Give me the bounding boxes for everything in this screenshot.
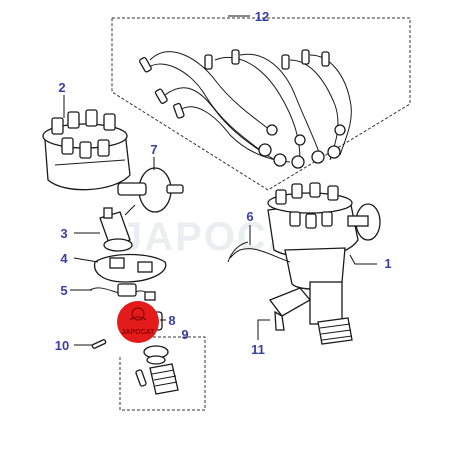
callout-labels: 2 12 7 3 4 5 6 8 9 1 10 11 xyxy=(55,9,392,357)
part-7-vacuum-advance xyxy=(117,167,184,216)
part-5-contact-set xyxy=(89,283,156,301)
part-2-distributor-cap xyxy=(42,109,131,191)
part-12-ignition-leads xyxy=(111,17,411,191)
callout-7: 7 xyxy=(150,142,157,157)
part-3-rotor xyxy=(99,207,133,252)
callout-10: 10 xyxy=(55,338,69,353)
japocat-logo: JAPOCAT xyxy=(117,301,159,343)
part-4-breaker-plate xyxy=(93,253,167,283)
callout-4: 4 xyxy=(60,251,68,266)
leader-lines xyxy=(63,15,377,346)
callout-5: 5 xyxy=(60,283,67,298)
callout-2: 2 xyxy=(58,80,65,95)
callout-11: 11 xyxy=(251,342,265,357)
part-11-clamp xyxy=(268,287,311,331)
callout-9: 9 xyxy=(181,327,188,342)
part-9-drive-gear-set xyxy=(119,336,206,411)
logo-text: JAPOCAT xyxy=(122,329,156,336)
callout-8: 8 xyxy=(168,313,175,328)
part-6-lead-wire xyxy=(227,241,249,263)
callout-3: 3 xyxy=(60,226,67,241)
callout-1: 1 xyxy=(384,256,391,271)
part-1-distributor-assembly xyxy=(229,182,381,345)
callout-12: 12 xyxy=(255,9,269,24)
callout-6: 6 xyxy=(246,209,253,224)
part-10-pin xyxy=(91,339,107,349)
